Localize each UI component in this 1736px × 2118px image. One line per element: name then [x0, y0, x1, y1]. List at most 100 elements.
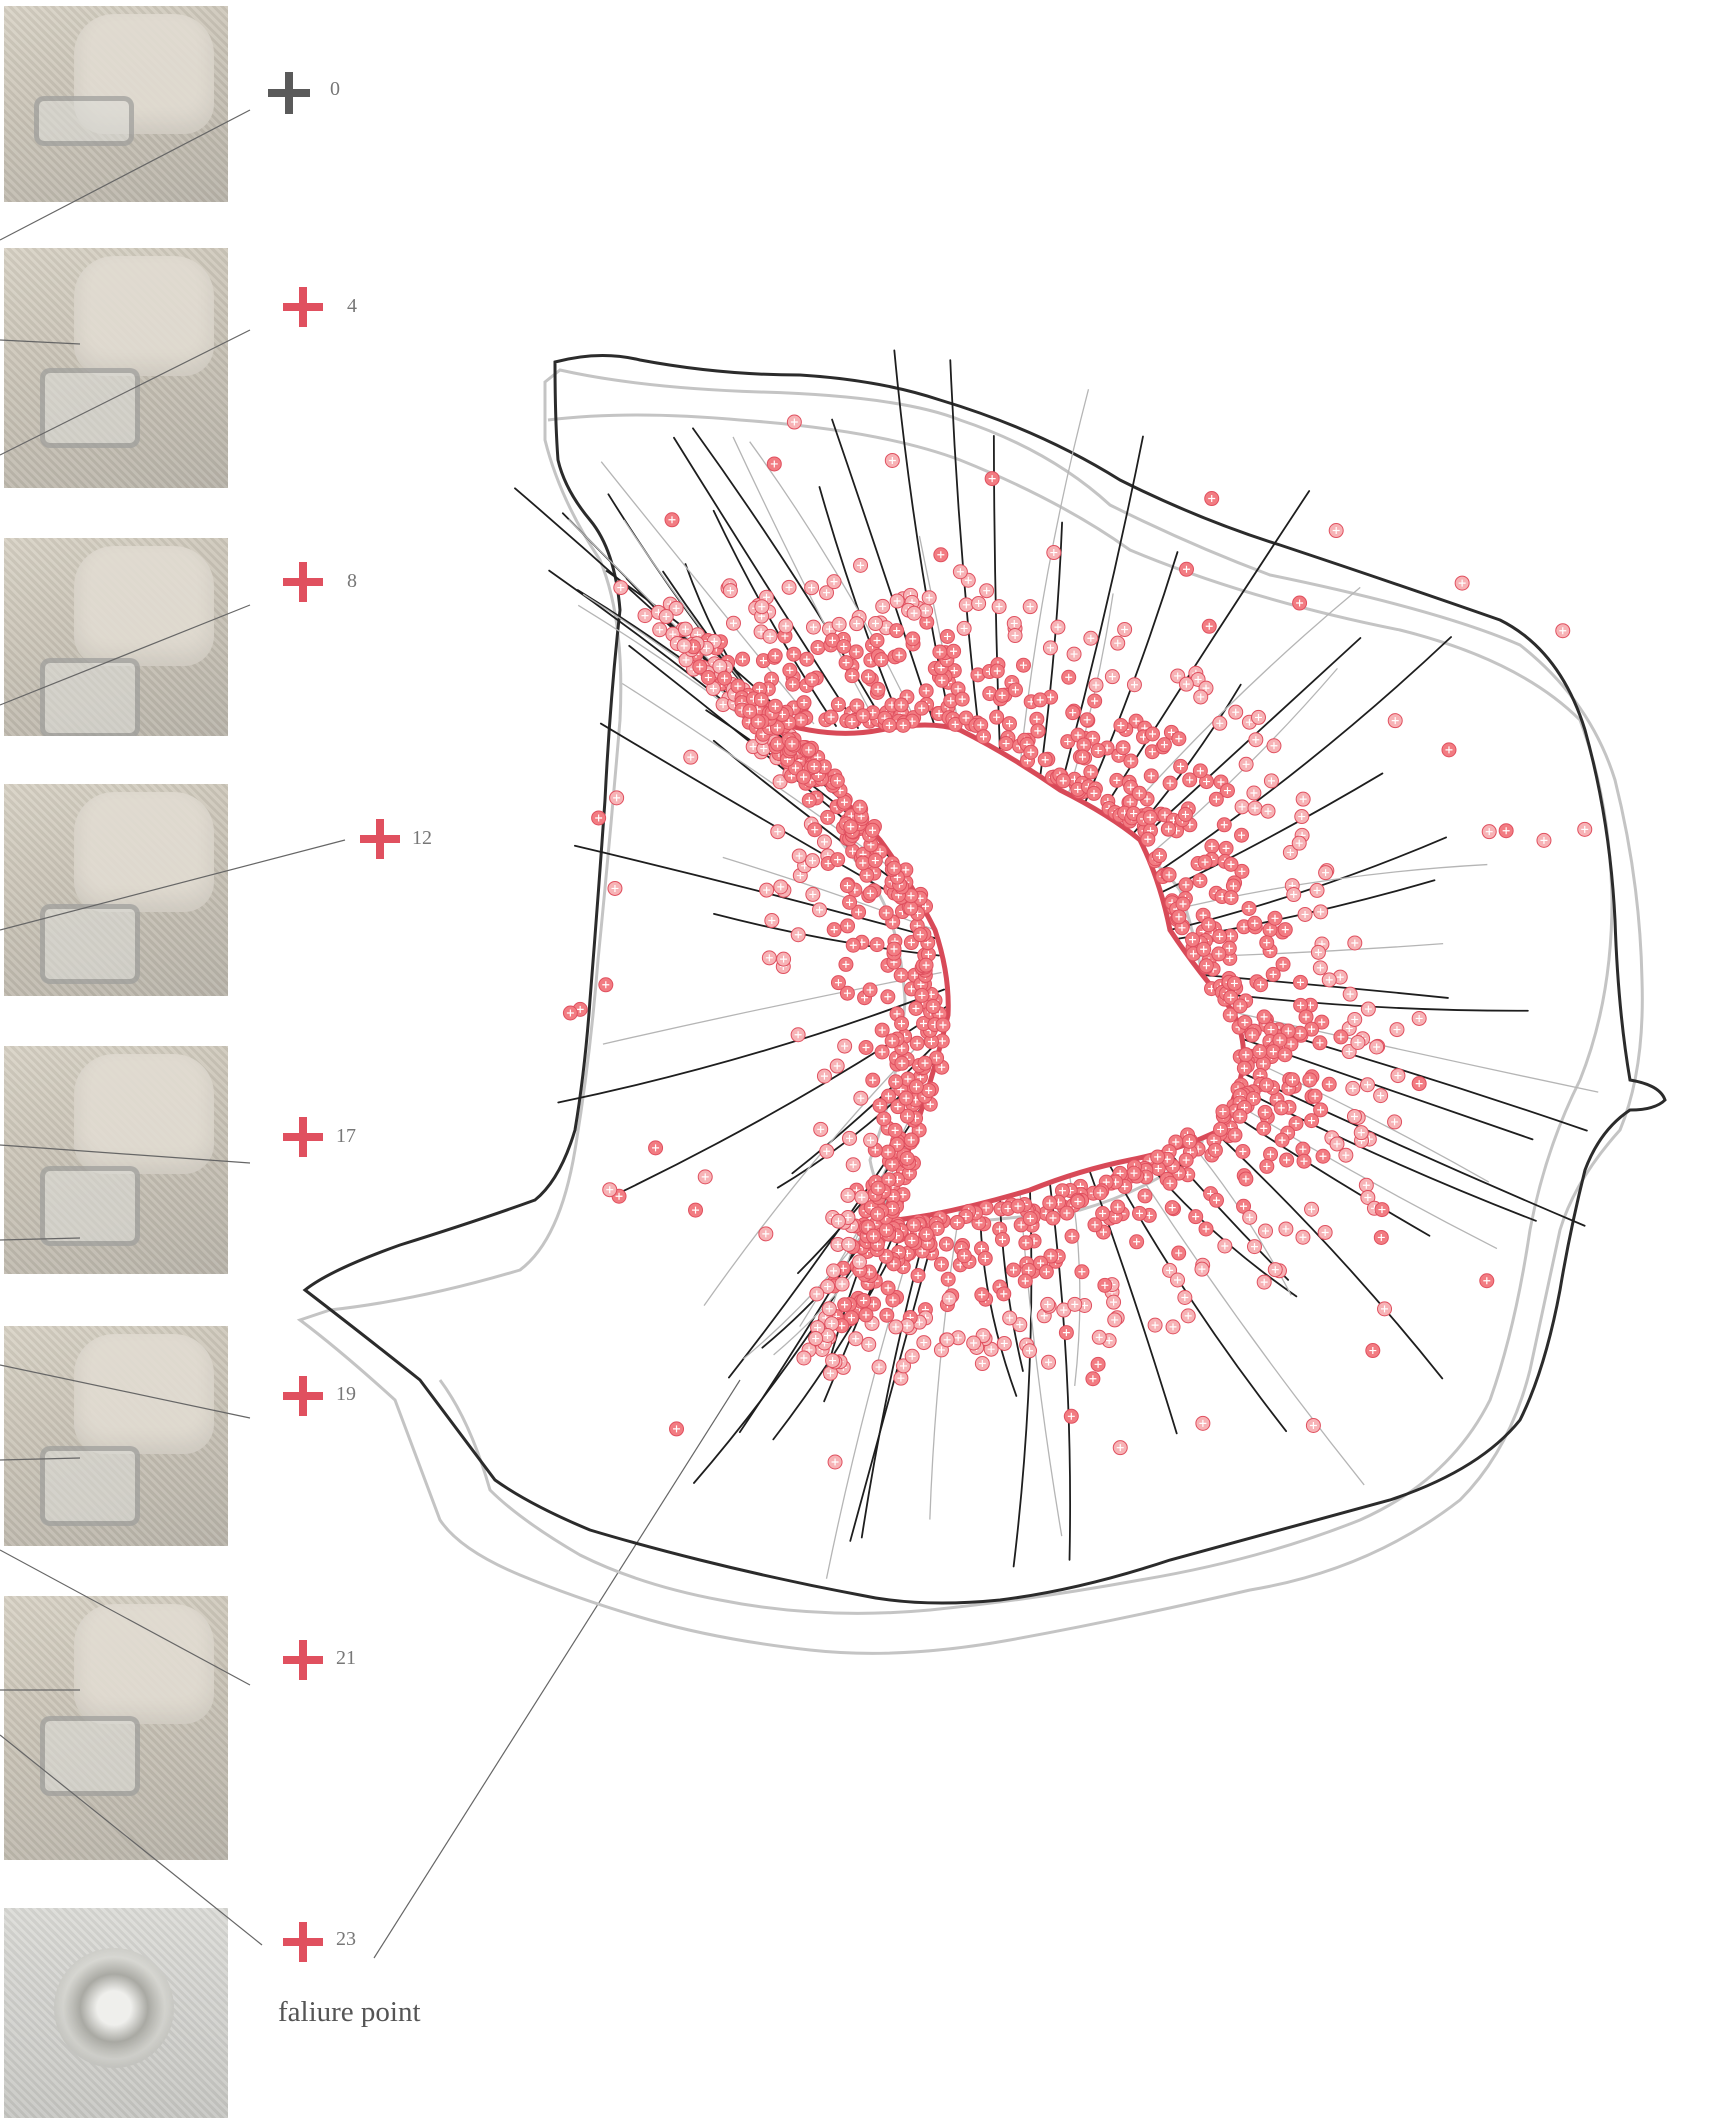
particle-dot [954, 691, 970, 707]
particle-dot [1238, 1171, 1254, 1187]
photo-step-0 [4, 6, 228, 202]
step-label-21: 21 [336, 1647, 356, 1669]
leader-lines [0, 109, 741, 1959]
particle-dot [1001, 716, 1017, 732]
particle-dot [912, 927, 928, 943]
particle-dot [872, 1098, 888, 1114]
particle-dot [801, 792, 817, 808]
particle-dot [1179, 561, 1195, 577]
particle-dot [979, 583, 995, 599]
streamline [1163, 863, 1488, 913]
particle-dot [796, 769, 812, 785]
particle-dot [1263, 773, 1279, 789]
particle-dot [861, 1336, 877, 1352]
particle-dot [1342, 986, 1358, 1002]
particle-dot [1083, 764, 1099, 780]
particle-dot [700, 670, 716, 686]
particle-dot [1353, 1125, 1369, 1141]
particle-dot [1227, 1127, 1243, 1143]
particle-dot [1129, 1234, 1145, 1250]
particle-dot [949, 1214, 965, 1230]
particle-dot [1123, 753, 1139, 769]
particle-dot [1164, 1200, 1180, 1216]
particle-dot [1262, 922, 1278, 938]
particle-dot [725, 615, 741, 631]
particle-dot [1126, 1165, 1142, 1181]
particle-dot [591, 810, 607, 826]
particle-dot [1555, 623, 1571, 639]
particle-dot [886, 860, 902, 876]
particle-dot [893, 1370, 909, 1386]
particle-dot [884, 1156, 900, 1172]
particle-dot [1065, 705, 1081, 721]
particle-dot [1267, 910, 1283, 926]
particle-dot [1204, 491, 1220, 507]
particle-dot [1178, 1152, 1194, 1168]
particle-dot [1165, 1319, 1181, 1335]
particle-dot [1253, 977, 1269, 993]
particle-dot [722, 583, 738, 599]
particle-dot [816, 834, 832, 850]
particle-dot [823, 709, 839, 725]
particle-dot [865, 1072, 881, 1088]
particle-dot [1171, 1245, 1187, 1261]
particle-dot [916, 1016, 932, 1032]
streamline [791, 1037, 943, 1175]
particle-dot [1091, 1329, 1107, 1345]
particle-dot [808, 1331, 824, 1347]
streamline [713, 912, 940, 957]
streamline [732, 436, 881, 731]
particle-dot [735, 651, 751, 667]
particle-dot [1022, 1211, 1038, 1227]
particle-dot [921, 590, 937, 606]
particle-dot [1294, 809, 1310, 825]
particle-dot [1338, 1147, 1354, 1163]
particle-dot [1346, 1108, 1362, 1124]
particle-dot [1365, 1343, 1381, 1359]
particle-dot [812, 902, 828, 918]
particle-dot [1284, 1072, 1300, 1088]
particle-dot [830, 975, 846, 991]
streamline [999, 1196, 1024, 1372]
particle-dot [859, 867, 875, 883]
particle-dot [1310, 944, 1326, 960]
particle-dot [1087, 693, 1103, 709]
particle-dot [804, 672, 820, 688]
streamline [602, 971, 942, 1045]
particle-dot [830, 1213, 846, 1229]
particle-dot [1313, 904, 1329, 920]
particle-dot [1234, 863, 1250, 879]
step-label-19: 19 [336, 1383, 356, 1405]
particle-dot [668, 600, 684, 616]
particle-dot [916, 1335, 932, 1351]
particle-dot [1042, 1195, 1058, 1211]
particle-dot [1212, 929, 1228, 945]
streamline [1219, 1105, 1431, 1237]
particle-dot [1256, 1274, 1272, 1290]
particle-dot [1318, 865, 1334, 881]
step-label-4: 4 [347, 295, 357, 317]
particle-dot [1022, 1343, 1038, 1359]
particle-dot [854, 1189, 870, 1205]
particle-dot [1074, 1264, 1090, 1280]
particle-dot [1054, 1183, 1070, 1199]
particle-dot [1347, 935, 1363, 951]
particle-dot [851, 904, 867, 920]
particle-dot [855, 708, 871, 724]
particle-dot [863, 1132, 879, 1148]
particle-dot [1092, 1185, 1108, 1201]
particle-dot [1018, 1235, 1034, 1251]
particle-dot [648, 1140, 664, 1156]
particle-dot [1198, 958, 1214, 974]
particle-dot [1177, 806, 1193, 822]
leader-line-4b [0, 339, 81, 345]
particle-dot [1055, 773, 1071, 789]
particle-dot [938, 1236, 954, 1252]
particle-dot [908, 1000, 924, 1016]
particle-dot [1217, 1238, 1233, 1254]
particle-dot [1238, 756, 1254, 772]
particle-dot [881, 717, 897, 733]
particle-dot [688, 1202, 704, 1218]
particle-dot [1256, 1120, 1272, 1136]
particle-dot [876, 1111, 892, 1127]
